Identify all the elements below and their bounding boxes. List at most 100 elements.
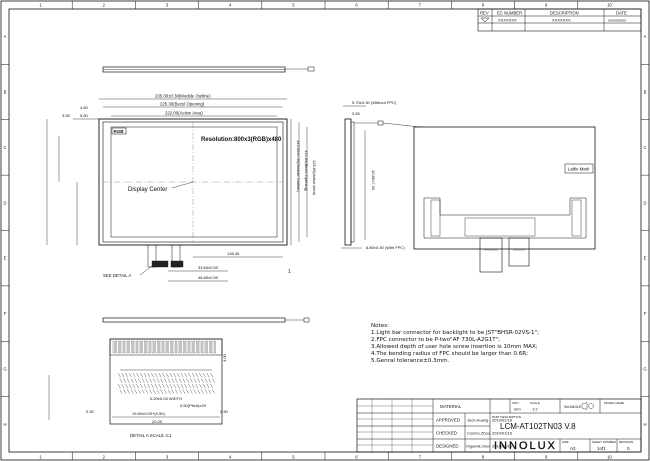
part-desc-label: PART DESCRIPTION xyxy=(492,415,521,419)
front-view: 235.00±0.30(Module Outline) 225.30(Bezel… xyxy=(46,94,317,282)
detail-pin xyxy=(212,378,215,383)
notes-heading: Notes: xyxy=(371,323,390,329)
scale-label: SCALE xyxy=(530,401,540,405)
detail-finger xyxy=(128,340,130,354)
zone-row-label: F xyxy=(4,311,7,316)
detail-finger xyxy=(190,340,193,354)
zone-row-label: C xyxy=(643,145,646,150)
detail-finger xyxy=(175,340,177,354)
detail-finger xyxy=(138,340,141,354)
note-line-2: 2.FPC connector to be P-two"AF 730L-A2G1… xyxy=(371,337,501,343)
detail-dim-total-2: 20.00 xyxy=(152,419,163,424)
angle-label: 3rd ANGLE xyxy=(564,405,582,409)
scale-value: 1:2 xyxy=(532,407,538,412)
detail-pin xyxy=(164,389,167,394)
zone-column-label: 9 xyxy=(545,455,548,460)
zone-row-label: F xyxy=(644,311,647,316)
dim-fpc-offset: 138.45 xyxy=(227,251,240,256)
detail-pin xyxy=(145,389,149,394)
detail-pin xyxy=(141,389,145,394)
detail-pin xyxy=(177,383,180,389)
label-mark-text: Lable Mark xyxy=(568,167,590,172)
detail-pin xyxy=(160,389,164,394)
unit-value: mm xyxy=(514,407,521,412)
zone-column-label: 8 xyxy=(482,455,485,460)
detail-finger xyxy=(206,340,208,354)
detail-finger xyxy=(144,340,146,354)
dim-bezel-opening: 225.30(Bezel Opening) xyxy=(160,102,205,107)
detail-pin xyxy=(119,389,123,394)
detail-pin xyxy=(167,378,171,383)
zone-column-label: 2 xyxy=(103,3,106,8)
detail-finger xyxy=(211,340,214,354)
checked-label: CHECKED xyxy=(436,431,457,436)
detail-pin xyxy=(208,378,212,383)
material-label: MATERIAL xyxy=(440,404,462,409)
detail-finger xyxy=(185,340,188,354)
company-logo: INNOLUX xyxy=(494,440,557,452)
detail-pin xyxy=(152,389,156,394)
detail-finger xyxy=(188,340,190,354)
detail-finger xyxy=(196,340,198,354)
detail-finger xyxy=(125,340,128,354)
detail-dim-right: 0.30 xyxy=(220,409,229,414)
side-dim-top: 5.70±0.30 (Without FPC) xyxy=(352,100,397,105)
zone-column-label: 8 xyxy=(482,3,485,8)
mark-1: 1 xyxy=(288,269,291,275)
detail-finger xyxy=(149,340,151,354)
detail-pin xyxy=(152,378,156,383)
desc-header: DESCRIPTION xyxy=(550,11,579,16)
detail-finger xyxy=(112,340,115,354)
part-name: LCM-AT102TN03 V.8 xyxy=(500,422,576,431)
model-label: MODEL NAME xyxy=(604,401,624,405)
detail-pin xyxy=(197,389,201,394)
note-line-5: 5.Genral tolerance±0.3mm. xyxy=(371,358,450,364)
detail-pin xyxy=(162,383,165,389)
detail-pin xyxy=(140,383,143,389)
note-line-4: 4.The bending radius of FPC should be la… xyxy=(371,351,529,357)
detail-pin xyxy=(134,389,138,394)
detail-finger xyxy=(183,340,185,354)
zone-row-label: B xyxy=(644,90,647,95)
detail-pin xyxy=(130,378,134,383)
detail-pin xyxy=(132,383,136,389)
rear-view: Lable Mark xyxy=(382,122,596,273)
zone-column-label: 1 xyxy=(39,455,42,460)
detail-finger xyxy=(193,340,195,354)
zone-row-label: A xyxy=(644,34,647,39)
side-view: 5.70±0.30 (Without FPC) 3.55 10.80±7.30 … xyxy=(341,100,405,250)
detail-pin xyxy=(180,383,184,389)
approved-label: APPROVED xyxy=(436,418,460,423)
detail-pin xyxy=(184,372,188,378)
detail-pin xyxy=(147,383,151,389)
detail-finger xyxy=(136,340,138,354)
designed-name: Organnik.Chen xyxy=(466,445,490,449)
side-dim-fpc: 6.80±0.30 (With FPC) xyxy=(366,245,405,250)
detail-title: DETAIL A SCALE 4:1 xyxy=(130,433,172,438)
date-header: DATE xyxy=(616,11,627,16)
rgb-label: RGB xyxy=(114,129,125,134)
detail-finger xyxy=(120,340,123,354)
detail-pin xyxy=(171,389,175,394)
detail-pin xyxy=(173,372,177,378)
top-edge-view xyxy=(102,66,315,73)
detail-pin xyxy=(182,378,186,383)
detail-pin xyxy=(201,389,204,394)
detail-pin xyxy=(204,378,208,383)
display-center-label: Display Center xyxy=(128,187,167,193)
detail-pin xyxy=(151,383,154,389)
detail-pin xyxy=(125,372,128,378)
approved-date: 2010/01/16 xyxy=(492,418,513,423)
detail-pin xyxy=(202,372,206,378)
detail-pin xyxy=(119,378,123,383)
detail-pin xyxy=(175,378,178,383)
detail-pin xyxy=(162,372,165,378)
zone-column-label: 7 xyxy=(419,455,422,460)
detail-finger xyxy=(180,340,182,354)
detail-pin xyxy=(193,378,197,383)
detail-pin xyxy=(188,383,191,389)
detail-finger xyxy=(154,340,156,354)
zone-column-label: 4 xyxy=(229,455,232,460)
